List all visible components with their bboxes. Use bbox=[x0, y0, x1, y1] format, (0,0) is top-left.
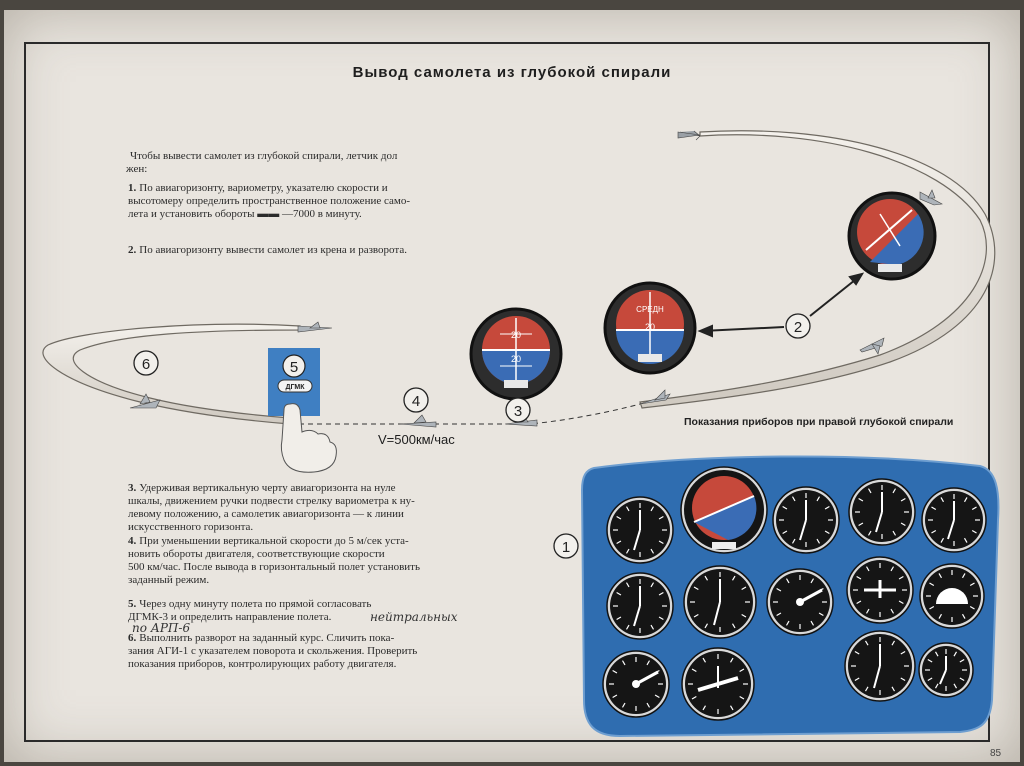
step-1: 1.По авиагоризонту, вариометру, указател… bbox=[128, 182, 458, 221]
step-6-line-2: зания АГИ-1 с указателем поворота и скол… bbox=[128, 645, 418, 657]
poster-frame bbox=[24, 42, 990, 742]
spiral-ribbon-right bbox=[639, 130, 996, 409]
marker-6: 6 bbox=[133, 350, 159, 376]
plane-icon bbox=[399, 414, 437, 428]
step-4: 4.При уменьшении вертикальной скорости д… bbox=[128, 535, 458, 587]
handwritten-note-b: по АРП-6 bbox=[132, 621, 191, 635]
step-6-line-3: показания приборов, контролирующих работ… bbox=[128, 658, 397, 670]
attitude-gauge-level: 20 20 bbox=[469, 307, 563, 401]
marker-3: 3 bbox=[505, 397, 531, 423]
instrument-dial bbox=[848, 478, 916, 546]
step-3-line-1: Удерживая вертикальную черту авиагоризон… bbox=[139, 482, 396, 494]
marker-2-label: 2 bbox=[794, 319, 802, 336]
step-3: 3.Удерживая вертикальную черту авиагориз… bbox=[128, 482, 458, 534]
intro-text: Чтобы вывести самолет из глубокой спирал… bbox=[126, 150, 450, 176]
intro-line-1: Чтобы вывести самолет из глубокой спирал… bbox=[130, 150, 398, 162]
step-4-number: 4. bbox=[128, 535, 137, 547]
step-3-line-4: искусственного горизонта. bbox=[128, 521, 254, 533]
arrow-icon bbox=[697, 272, 865, 338]
spiral-ribbon-left bbox=[42, 323, 301, 425]
step-1-line-1: По авиагоризонту, вариометру, указателю … bbox=[139, 182, 388, 194]
instrument-dial bbox=[772, 486, 840, 554]
instrument-dial bbox=[680, 466, 768, 554]
level-flight-path bbox=[290, 403, 641, 425]
step-6-number: 6. bbox=[128, 632, 137, 644]
instrument-dial bbox=[683, 565, 757, 639]
instrument-panel-caption: Показания приборов при правой глубокой с… bbox=[684, 416, 954, 428]
step-1-number: 1. bbox=[128, 182, 137, 194]
instrument-dial bbox=[921, 487, 987, 553]
marker-2: 2 bbox=[785, 313, 811, 339]
speed-label: V=500км/час bbox=[378, 432, 455, 447]
gauge-scale-top-2: 20 bbox=[645, 322, 655, 332]
page-number: 85 bbox=[990, 748, 1002, 759]
marker-3-label: 3 bbox=[514, 403, 522, 420]
step-4-line-4: заданный режим. bbox=[128, 574, 210, 586]
marker-1-label: 1 bbox=[562, 539, 570, 556]
step-1-line-3: лета и установить обороты ▬▬ —7000 в мин… bbox=[128, 208, 362, 220]
instrument-dial bbox=[606, 496, 674, 564]
instrument-dial bbox=[918, 642, 974, 698]
plane-icon bbox=[639, 389, 671, 405]
attitude-gauge-banked bbox=[847, 191, 937, 281]
marker-6-label: 6 bbox=[142, 356, 150, 373]
intro-line-2: жен: bbox=[126, 163, 148, 175]
step-5: 5.Через одну минуту полета по прямой сог… bbox=[128, 598, 468, 624]
handwritten-note-a: нейтральных bbox=[370, 610, 458, 624]
instrument-dial bbox=[919, 563, 985, 629]
step-3-line-3: левому положению, а самолетик авиагоризо… bbox=[128, 508, 404, 520]
step-6-line-1: Выполнить разворот на заданный курс. Сли… bbox=[139, 632, 395, 644]
step-2-line-1: По авиагоризонту вывести самолет из крен… bbox=[139, 244, 407, 256]
page-title: Вывод самолета из глубокой спирали bbox=[352, 64, 672, 81]
gauge-scale-top: 20 bbox=[511, 330, 521, 340]
step-2-number: 2. bbox=[128, 244, 137, 256]
instrument-dial bbox=[602, 650, 670, 718]
step-2: 2.По авиагоризонту вывести самолет из кр… bbox=[128, 244, 488, 257]
step-4-line-2: новить обороты двигателя, соответствующи… bbox=[128, 548, 385, 560]
pointing-hand-icon bbox=[280, 403, 337, 473]
gauge-scale-bottom: 20 bbox=[511, 354, 521, 364]
step-5-line-1: Через одну минуту полета по прямой согла… bbox=[139, 598, 372, 610]
step-1-line-2: высотомеру определить пространственное п… bbox=[128, 195, 410, 207]
instrument-dial bbox=[606, 572, 674, 640]
step-5-number: 5. bbox=[128, 598, 137, 610]
instrument-dial bbox=[846, 556, 914, 624]
plane-icon bbox=[919, 189, 943, 206]
attitude-gauge-middle: СРЕДН 20 bbox=[603, 281, 697, 375]
step-3-number: 3. bbox=[128, 482, 137, 494]
step-4-line-1: При уменьшении вертикальной скорости до … bbox=[139, 535, 409, 547]
instrument-dial bbox=[766, 568, 834, 636]
plane-icon bbox=[297, 321, 333, 333]
step-3-line-2: шкалы, движением ручки подвести стрелку … bbox=[128, 495, 415, 507]
plane-icon bbox=[129, 393, 161, 409]
instrument-dial bbox=[844, 630, 916, 702]
step-5-line-2: ДГМК-3 и определить направление полета. bbox=[128, 611, 332, 623]
marker-4-label: 4 bbox=[412, 393, 420, 410]
marker-5-label: 5 bbox=[290, 359, 298, 376]
plane-icon bbox=[859, 337, 885, 355]
gauge-scale-mid: СРЕДН bbox=[636, 305, 664, 314]
marker-1: 1 bbox=[553, 533, 579, 559]
marker-4: 4 bbox=[403, 387, 429, 413]
dgmk-panel: 5 ДГМК bbox=[268, 348, 320, 416]
step-4-line-3: 500 км/час. После вывода в горизонтальны… bbox=[128, 561, 420, 573]
dgmk-label: ДГМК bbox=[285, 384, 305, 391]
step-6: 6.Выполнить разворот на заданный курс. С… bbox=[128, 632, 458, 671]
instrument-dial bbox=[681, 647, 755, 721]
plane-icon bbox=[677, 130, 701, 141]
instrument-dials bbox=[602, 466, 987, 721]
